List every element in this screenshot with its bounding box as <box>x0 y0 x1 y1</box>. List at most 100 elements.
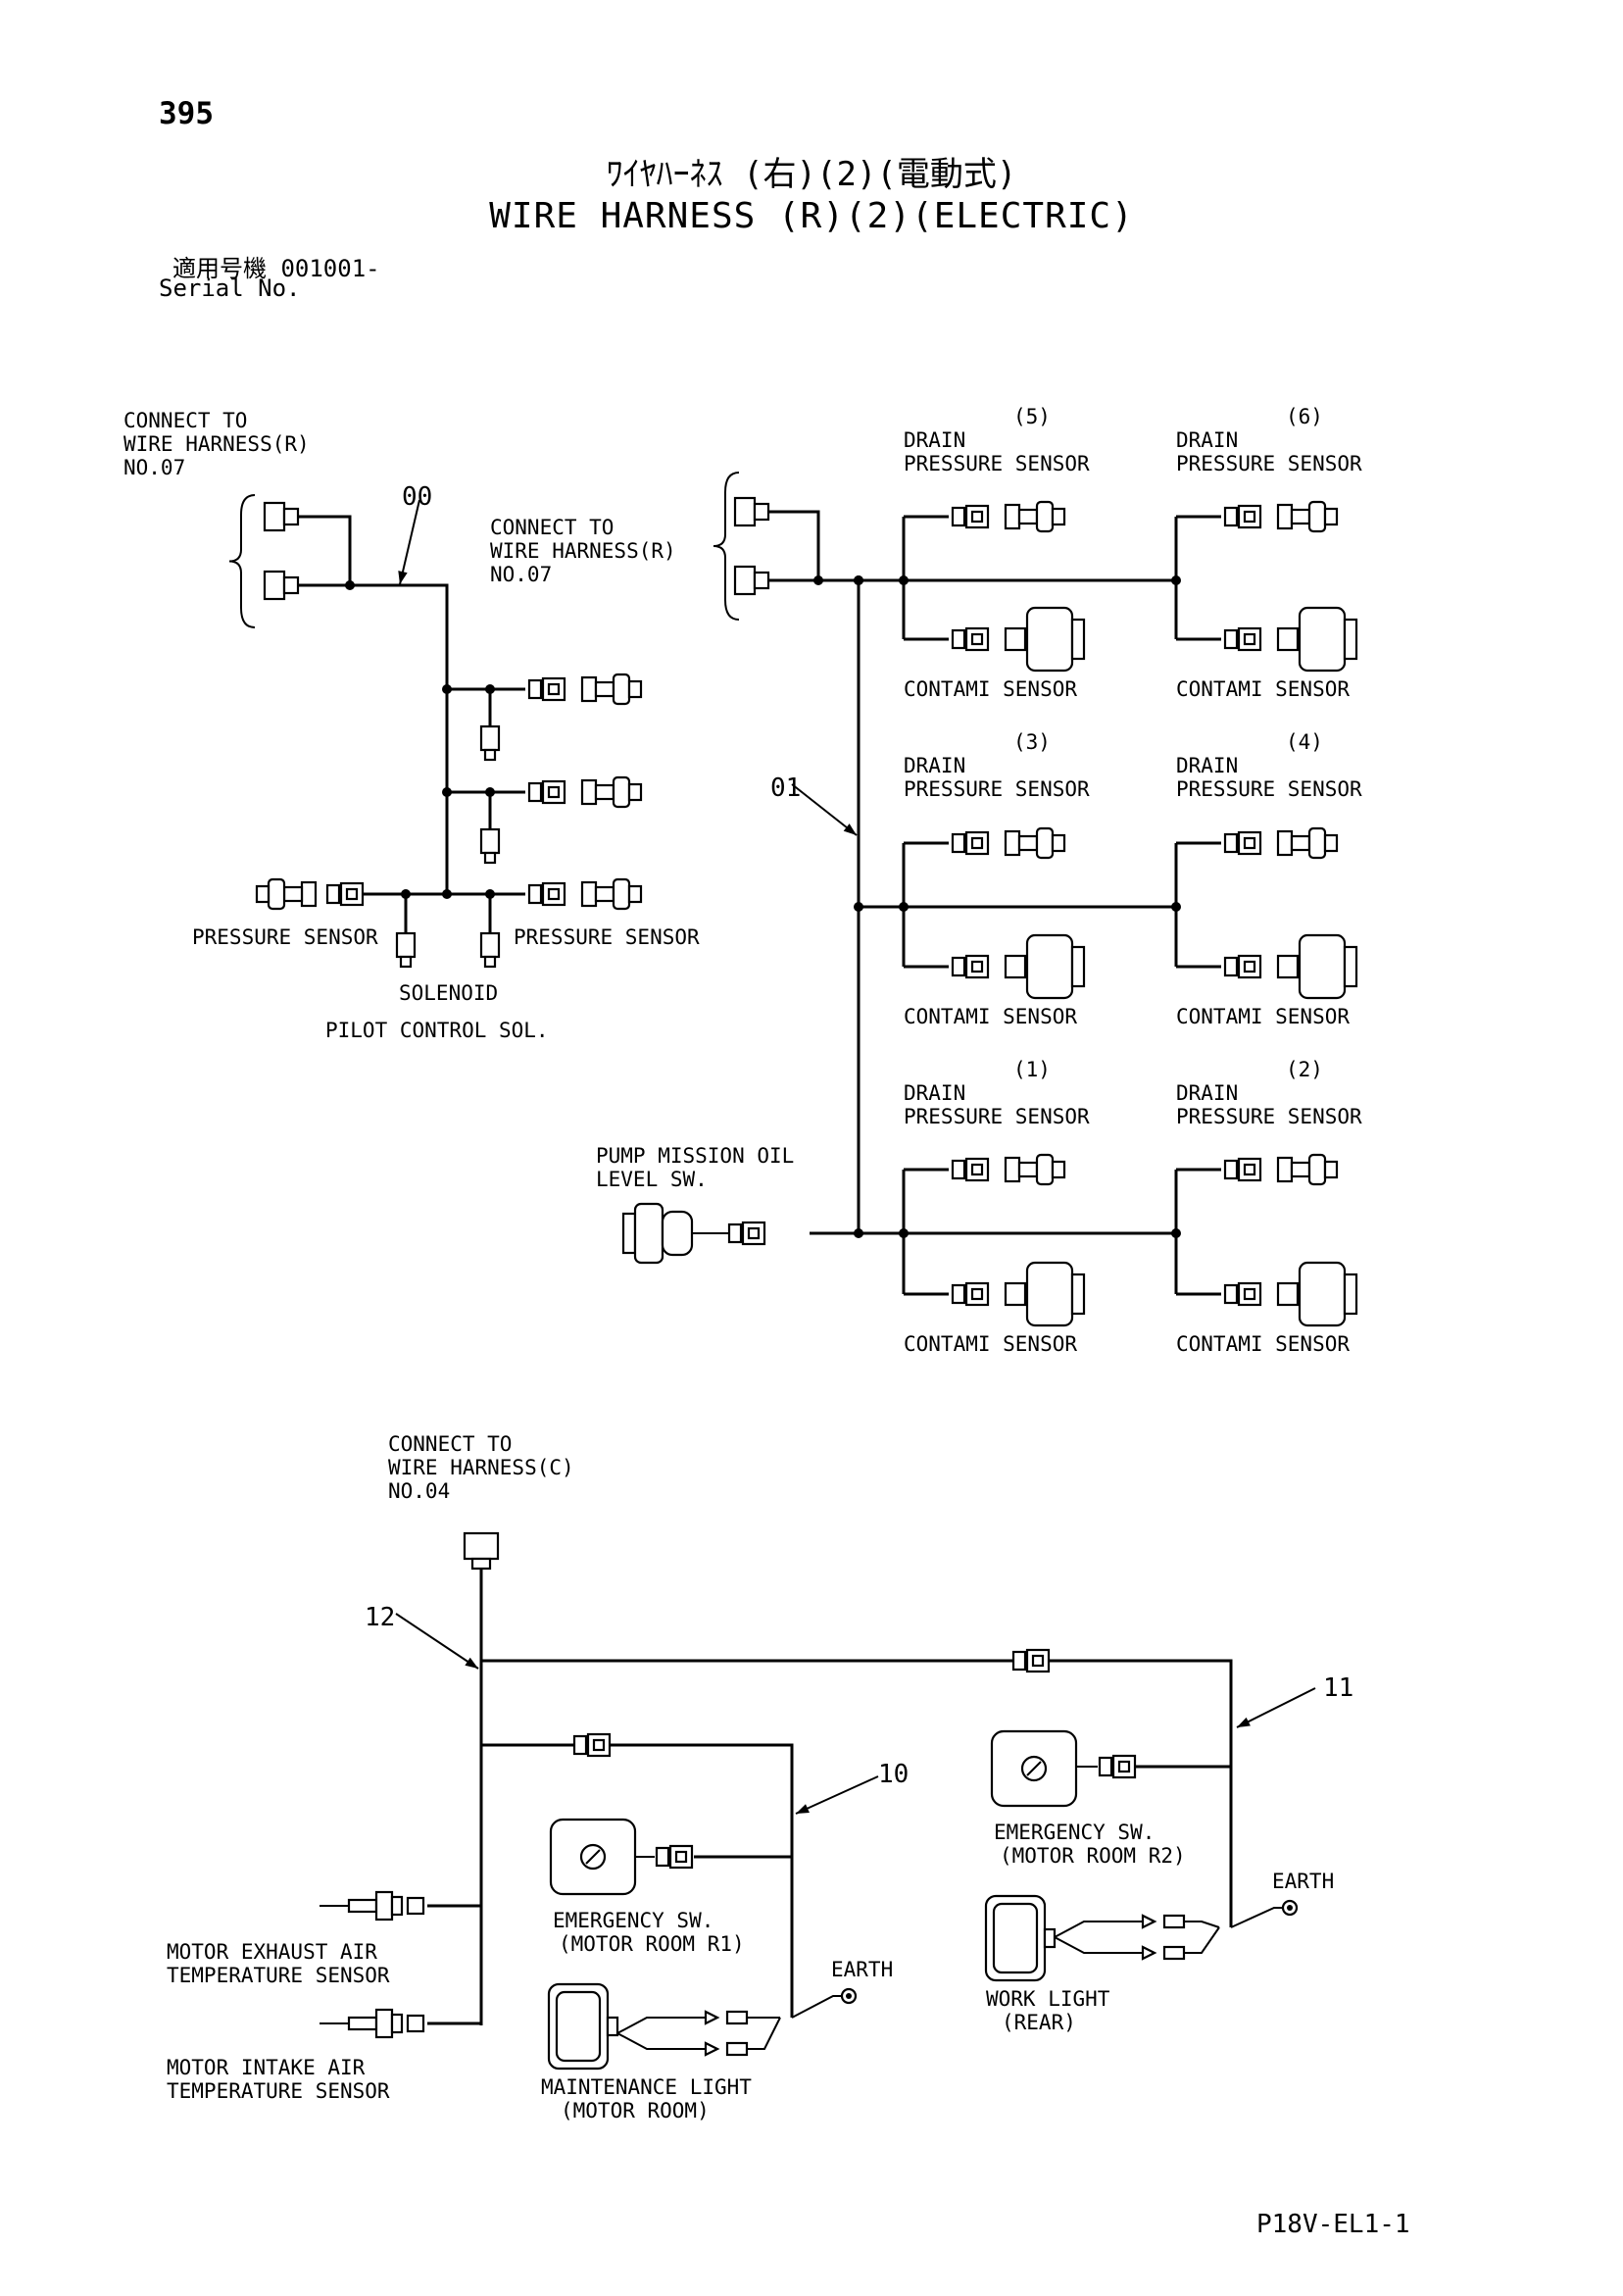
sensor-cap <box>1343 618 1358 661</box>
wire <box>768 510 820 580</box>
drain-label: DRAIN <box>1176 754 1238 777</box>
sensor-hex <box>612 673 631 706</box>
connector-pair <box>951 1281 990 1307</box>
connector-c04-neck <box>470 1557 492 1571</box>
wire-terminal <box>1141 1945 1157 1961</box>
solenoid-connector <box>479 827 501 865</box>
sensor-cap <box>1343 1273 1358 1316</box>
drain-label: DRAIN <box>904 428 965 452</box>
sensor-plug <box>580 675 598 703</box>
sensor-neck <box>1017 1161 1039 1178</box>
pressure-sensor-label: PRESSURE SENSOR <box>514 925 700 949</box>
contami-label: CONTAMI SENSOR <box>904 1332 1077 1356</box>
connector-socket <box>1098 1756 1113 1777</box>
pressure-sensor-body <box>255 877 318 911</box>
part-leader <box>1236 1687 1316 1728</box>
maintenance-label: (MOTOR ROOM) <box>561 2099 710 2122</box>
earth-label: EARTH <box>1272 1870 1334 1893</box>
connect-label: NO.04 <box>388 1479 450 1503</box>
drain-label: DRAIN <box>904 754 965 777</box>
sensor-cap <box>1070 618 1086 661</box>
pressure-sensor-body <box>580 673 643 706</box>
emergency-label: EMERGENCY SW. <box>553 1909 713 1932</box>
work-light-label: (REAR) <box>1002 2011 1076 2034</box>
connector-socket <box>951 832 966 854</box>
drain-label: DRAIN <box>904 1081 965 1105</box>
connector-pin <box>1117 1760 1131 1773</box>
lamp-body <box>547 1982 619 2071</box>
contami-sensor-body <box>1004 933 1086 1000</box>
connect-label: NO.07 <box>123 456 185 479</box>
sensor-thread <box>627 782 643 802</box>
wire <box>616 2032 706 2050</box>
serial-label-english: Serial No. <box>159 275 301 302</box>
part-leader <box>795 1775 879 1815</box>
sensor-neck <box>594 680 615 698</box>
sensor-hex <box>612 877 631 911</box>
connector-pin <box>970 836 984 850</box>
sensor-plug <box>1004 503 1021 530</box>
motor-exhaust-label: MOTOR EXHAUST AIR <box>167 1940 377 1964</box>
connector-pin <box>547 785 561 799</box>
part-leader <box>399 499 420 585</box>
connector-pair <box>951 830 990 856</box>
connect-label: CONNECT TO <box>123 409 247 432</box>
connector-socket <box>951 956 966 977</box>
sensor-thread <box>1323 833 1339 853</box>
connector-pair <box>1223 1157 1262 1182</box>
wire-terminal <box>704 2010 720 2025</box>
wire <box>747 2017 781 2050</box>
sensor-housing <box>1298 933 1347 1000</box>
sensor-thread <box>255 884 270 904</box>
wire-connector <box>1162 1914 1186 1929</box>
sensor-neck <box>594 783 615 801</box>
solenoid-plug <box>479 827 501 855</box>
solenoid-plug <box>395 931 417 959</box>
connect-label: NO.07 <box>490 563 552 586</box>
wire-connector <box>725 2010 749 2025</box>
junction-dot <box>442 787 452 797</box>
wire <box>791 1995 845 2019</box>
connect-label: WIRE HARNESS(R) <box>123 432 310 456</box>
drawing-number: P18V-EL1-1 <box>1256 2210 1410 2239</box>
wire <box>1184 1921 1220 1928</box>
junction-dot <box>854 575 863 585</box>
temperature-sensor-body <box>320 2008 425 2039</box>
temperature-sensor-body <box>320 1890 425 1922</box>
connector-socket <box>1223 956 1239 977</box>
connector-pair <box>1098 1754 1137 1779</box>
sensor-neck <box>594 885 615 903</box>
sensor-hex <box>1307 826 1327 860</box>
lamp-lens <box>555 1990 602 2063</box>
connector-c04-body <box>463 1531 500 1561</box>
sensor-housing <box>1025 1261 1074 1327</box>
switch-knob-slot <box>1026 1761 1042 1776</box>
sensor-thread <box>1323 1160 1339 1179</box>
connector-pair <box>1223 504 1262 529</box>
connector-pin <box>970 960 984 973</box>
sensor-plug <box>1004 1281 1027 1307</box>
sensor-connector <box>406 2014 425 2033</box>
connector-socket <box>572 1734 588 1756</box>
connector-pin <box>1243 960 1256 973</box>
connector-pin <box>1243 632 1256 646</box>
drain-label: DRAIN <box>1176 1081 1238 1105</box>
pressure-sensor-body <box>1276 1153 1339 1186</box>
main-connector-lock <box>753 502 770 522</box>
sensor-hex <box>612 775 631 809</box>
earth-label: EARTH <box>831 1958 893 1981</box>
wire <box>298 583 449 894</box>
connector-pin <box>1243 510 1256 524</box>
sensor-number: (1) <box>1013 1058 1051 1081</box>
connector-pin <box>1031 1654 1045 1668</box>
pressure-sensor-body <box>1004 826 1066 860</box>
level-switch-body-main <box>661 1210 694 1257</box>
part-number-12: 12 <box>365 1603 395 1632</box>
main-connector-body <box>733 565 757 596</box>
leader-arrow <box>398 571 408 584</box>
drain-label: PRESSURE SENSOR <box>904 1105 1090 1128</box>
junction-dot <box>345 580 355 590</box>
contami-sensor-body <box>1004 606 1086 673</box>
